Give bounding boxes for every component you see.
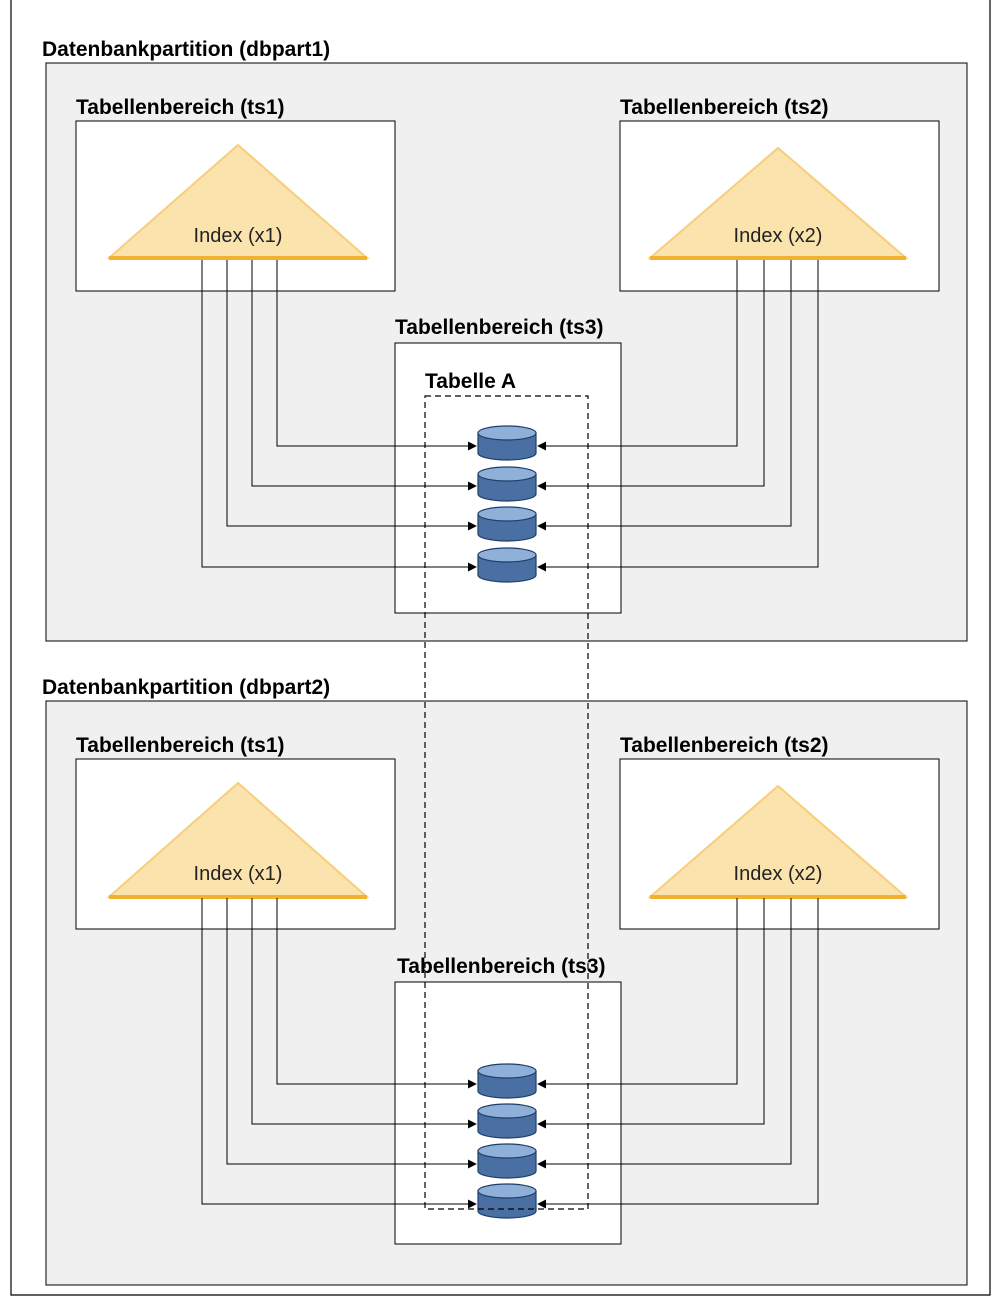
database-cylinder-icon: [477, 425, 537, 461]
partition-label: Datenbankpartition (dbpart1): [42, 38, 330, 61]
index-x2-label: Index (x2): [734, 225, 823, 247]
tablespace-ts3-label: Tabellenbereich (ts3): [395, 316, 604, 339]
partition-label: Datenbankpartition (dbpart2): [42, 676, 330, 699]
table-a-label: Tabelle A: [425, 370, 516, 393]
tablespace-ts3-label: Tabellenbereich (ts3): [397, 955, 606, 978]
table-a-boundary: [424, 395, 589, 1210]
database-cylinder-icon: [477, 1143, 537, 1179]
triangle-index-icon: [106, 781, 370, 899]
triangle-index-icon: [106, 143, 370, 260]
index-x2-label: Index (x2): [734, 863, 823, 885]
index-x1-label: Index (x1): [194, 225, 283, 247]
tablespace-ts1-label: Tabellenbereich (ts1): [76, 734, 285, 757]
index-connectors: [201, 898, 819, 1209]
outer-frame: [10, 0, 991, 1296]
tablespace-ts1-label: Tabellenbereich (ts1): [76, 96, 285, 119]
tablespace-ts2-label: Tabellenbereich (ts2): [620, 734, 829, 757]
index-connectors: [201, 260, 819, 572]
partition-dbpart2: Datenbankpartition (dbpart2) Tabellenber…: [42, 676, 968, 1286]
database-cylinder-icon: [477, 1103, 537, 1139]
partition-dbpart1: Datenbankpartition (dbpart1) Tabellenber…: [42, 38, 968, 642]
database-cylinder-icon: [477, 547, 537, 583]
triangle-index-icon: [647, 784, 909, 899]
database-cylinder-icon: [477, 506, 537, 542]
database-cylinder-icon: [477, 466, 537, 502]
database-cylinder-icon: [477, 1183, 537, 1219]
index-x1-label: Index (x1): [194, 863, 283, 885]
database-cylinder-icon: [477, 1063, 537, 1099]
tablespace-ts2-label: Tabellenbereich (ts2): [620, 96, 829, 119]
triangle-index-icon: [647, 146, 909, 260]
